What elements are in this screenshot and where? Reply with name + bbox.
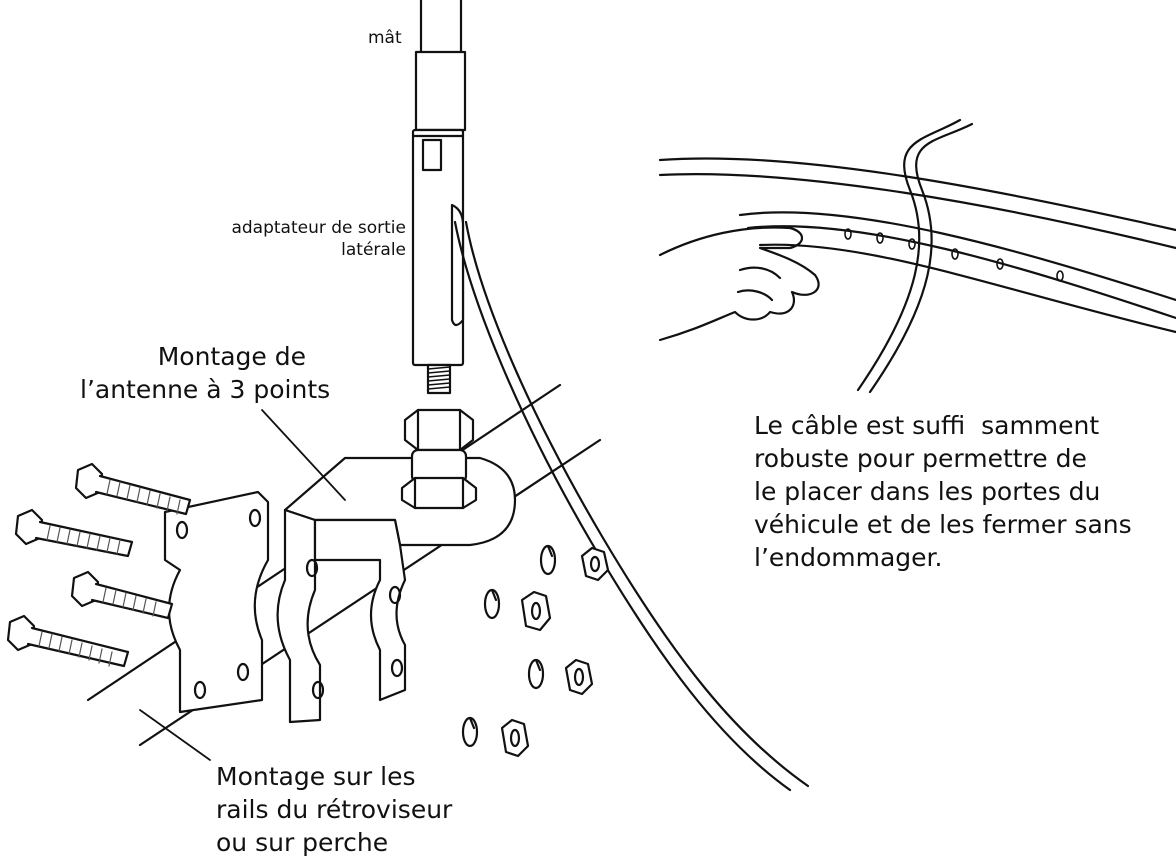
bolt	[70, 570, 174, 620]
mirror-mount-label: Montage sur les rails du rétroviseur ou …	[216, 760, 516, 859]
mirror-mount-label-line3: ou sur perche	[216, 828, 389, 857]
lock-washer	[539, 544, 557, 576]
coax-cable	[453, 220, 810, 792]
side-exit-adapter-label-line2: latérale	[341, 240, 406, 260]
three-point-mount-label-line2: l’antenne à 3 points	[80, 375, 331, 404]
three-point-mount-label: Montage de l’antenne à 3 points	[80, 340, 330, 406]
bolt	[14, 508, 134, 558]
three-point-mount-label-line1: Montage de	[157, 342, 306, 371]
cable-note-line4: véhicule et de les fermer sans	[754, 510, 1132, 539]
clamp-plate	[163, 490, 270, 714]
side-exit-adapter-label-line1: adaptateur de sortie	[231, 218, 406, 238]
hand	[658, 226, 820, 342]
hex-nut	[520, 590, 552, 632]
lock-washer	[461, 716, 479, 748]
leader-lines	[139, 409, 346, 761]
mirror-mount-label-line2: rails du rétroviseur	[216, 795, 453, 824]
bolt	[6, 614, 130, 668]
vehicle-door-seal	[658, 157, 1176, 334]
mast	[414, 0, 467, 132]
cable-note: Le câble est suffi samment robuste pour …	[754, 409, 1174, 574]
cable-note-line2: robuste pour permettre de	[754, 444, 1087, 473]
mast-label: mât	[368, 28, 402, 48]
side-exit-adapter-label: adaptateur de sortie latérale	[186, 217, 406, 261]
door-cable	[856, 118, 974, 394]
hex-nut	[564, 658, 594, 696]
bolts	[6, 462, 192, 668]
cable-note-line1: Le câble est suffi samment	[754, 411, 1100, 440]
lock-washer	[483, 588, 501, 620]
three-point-mount-bracket	[276, 408, 517, 724]
cable-note-line5: l’endommager.	[754, 543, 943, 572]
hex-nut	[580, 546, 610, 582]
lock-washer	[527, 658, 545, 690]
mirror-mount-label-line1: Montage sur les	[216, 762, 416, 791]
mirror-rail-tube	[86, 383, 602, 747]
nuts-and-washers	[461, 544, 610, 758]
cable-note-line3: le placer dans les portes du	[754, 477, 1101, 506]
hex-nut	[500, 718, 530, 758]
side-exit-adapter	[411, 128, 465, 395]
bolt	[74, 462, 192, 516]
